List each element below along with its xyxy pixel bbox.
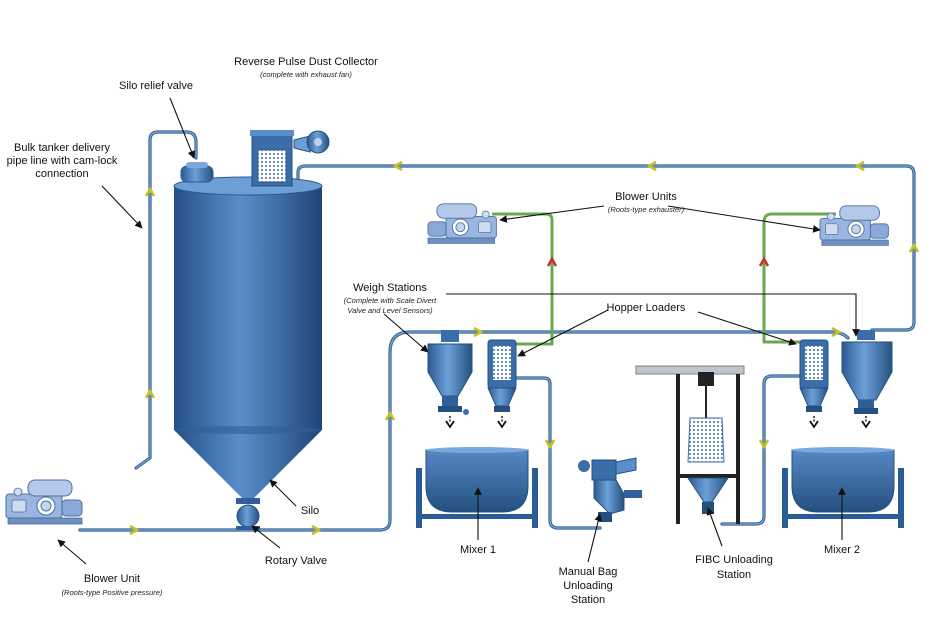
manual-bag-label-1: Manual Bag (559, 566, 618, 578)
fibc-label-2: Station (717, 569, 751, 581)
mixer-2 (782, 447, 904, 528)
blower-unit-exhauster-1 (428, 204, 496, 244)
silo-relief-label: Silo relief valve (119, 80, 193, 92)
mixer-2-label: Mixer 2 (824, 544, 860, 556)
manual-bag-label-2: Unloading (563, 580, 613, 592)
mixer-feed-arrows (445, 415, 871, 428)
blower-unit-label: Blower Unit (84, 573, 140, 585)
labels: Reverse Pulse Dust Collector (complete w… (7, 56, 860, 606)
bulk-tanker-label-2: pipe line with cam-lock (7, 155, 118, 167)
bulk-tanker-label-3: connection (35, 168, 88, 180)
weigh-stations-sublabel-2: Valve and Level Sensors) (347, 306, 433, 315)
blower-units-label: Blower Units (615, 191, 677, 203)
silo (173, 176, 323, 500)
mixer-1-label: Mixer 1 (460, 544, 496, 556)
hopper-loader-1 (487, 339, 517, 412)
hopper-loaders-label: Hopper Loaders (607, 302, 686, 314)
manual-bag-station (578, 457, 642, 522)
weigh-stations-sublabel-1: (Complete with Scale Divert (344, 296, 437, 305)
weigh-stations-label: Weigh Stations (353, 282, 427, 294)
rotary-valve-label: Rotary Valve (265, 555, 327, 567)
label-leaders (57, 97, 860, 565)
silo-relief-valve (180, 162, 214, 183)
rotary-valve (236, 498, 260, 530)
silo-label: Silo (301, 505, 319, 517)
fibc-label-1: FIBC Unloading (695, 554, 773, 566)
blower-units-sublabel: (Roots-type exhauster) (608, 205, 685, 214)
blower-unit-exhauster-2 (819, 205, 889, 246)
dust-collector-label: Reverse Pulse Dust Collector (234, 56, 378, 68)
manual-bag-label-3: Station (571, 594, 605, 606)
mixer-1 (416, 447, 538, 528)
hopper-loader-2 (799, 339, 829, 412)
weigh-station-2 (841, 330, 893, 414)
blower-unit-positive (5, 479, 83, 525)
blower-unit-sublabel: (Roots-type Positive pressure) (62, 588, 163, 597)
fibc-unloading-station (635, 365, 745, 524)
dust-collector-sublabel: (complete with exhaust fan) (260, 70, 352, 79)
dust-collector (250, 130, 330, 187)
weigh-station-1 (427, 330, 473, 415)
bulk-tanker-label-1: Bulk tanker delivery (14, 142, 110, 154)
